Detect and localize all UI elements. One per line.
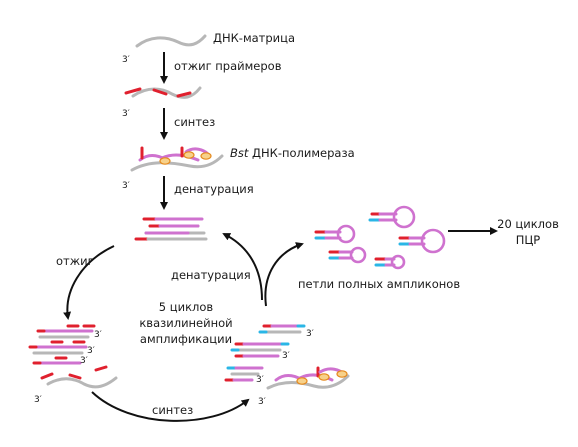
dna-loop-icon — [314, 224, 356, 244]
template-strand: 3′ — [122, 34, 207, 65]
denaturation-label-cycle: денатурация — [171, 268, 251, 282]
cycle-arrow-icon — [91, 391, 250, 422]
polymerase-label-rest: ДНК-полимераза — [248, 146, 354, 160]
synthesis-complex-lower: 3′ — [258, 366, 350, 407]
annealing-label: отжиг — [56, 254, 94, 268]
three-prime-mark: 3′ — [122, 109, 130, 119]
synthesis-label-top: синтез — [174, 115, 215, 129]
cycle-arrow-icon — [222, 233, 263, 301]
primed-template-lower: 3′ — [34, 365, 118, 405]
polymerase-icon — [183, 151, 195, 159]
polymerase-icon — [318, 373, 330, 381]
three-prime-mark: 3′ — [94, 330, 102, 340]
dna-loop-icon — [398, 228, 446, 254]
loops-label: петли полных ампликонов — [298, 277, 460, 291]
cycles-label-line1: 5 циклов — [159, 300, 214, 314]
three-prime-mark: 3′ — [87, 346, 95, 356]
polymerase-icon — [336, 370, 348, 378]
dna-loop-icon — [368, 205, 416, 229]
three-prime-mark: 3′ — [306, 329, 314, 339]
cycles-label-line2: квазилинейной — [139, 316, 232, 330]
template-label: ДНК-матрица — [213, 31, 295, 45]
polymerase-icon — [200, 152, 212, 160]
extended-products: 3′ 3′ 3′ — [224, 324, 314, 385]
synthesis-complex: 3′ — [122, 146, 224, 191]
amplicon-loops — [314, 205, 446, 270]
three-prime-mark: 3′ — [122, 181, 130, 191]
pcr-label-line1: 20 циклов — [497, 217, 559, 231]
cycles-label-line3: амплификации — [140, 332, 232, 346]
polymerase-label: Bst ДНК-полимераза — [230, 146, 355, 160]
cycle-arrow-icon — [264, 242, 304, 307]
primer-annealing-label: отжиг праймеров — [174, 59, 282, 73]
three-prime-mark: 3′ — [256, 375, 264, 385]
denaturation-label-top: денатурация — [174, 182, 254, 196]
dna-loop-icon — [374, 254, 406, 270]
cycle-arrow-icon — [63, 245, 115, 320]
three-prime-mark: 3′ — [34, 395, 42, 405]
denatured-strands — [134, 217, 208, 241]
polymerase-icon — [296, 377, 308, 385]
dna-loop-icon — [328, 246, 367, 264]
three-prime-mark: 3′ — [80, 356, 88, 366]
synthesis-label-bottom: синтез — [152, 403, 193, 417]
three-prime-mark: 3′ — [122, 55, 130, 65]
polymerase-label-italic: Bst — [230, 146, 249, 160]
annealed-duplexes: 3′ 3′ 3′ — [28, 324, 102, 366]
pcr-label-line2: ПЦР — [516, 233, 541, 247]
primed-template: 3′ — [122, 86, 202, 119]
polymerase-icon — [159, 157, 171, 165]
three-prime-mark: 3′ — [282, 351, 290, 361]
three-prime-mark: 3′ — [258, 397, 266, 407]
